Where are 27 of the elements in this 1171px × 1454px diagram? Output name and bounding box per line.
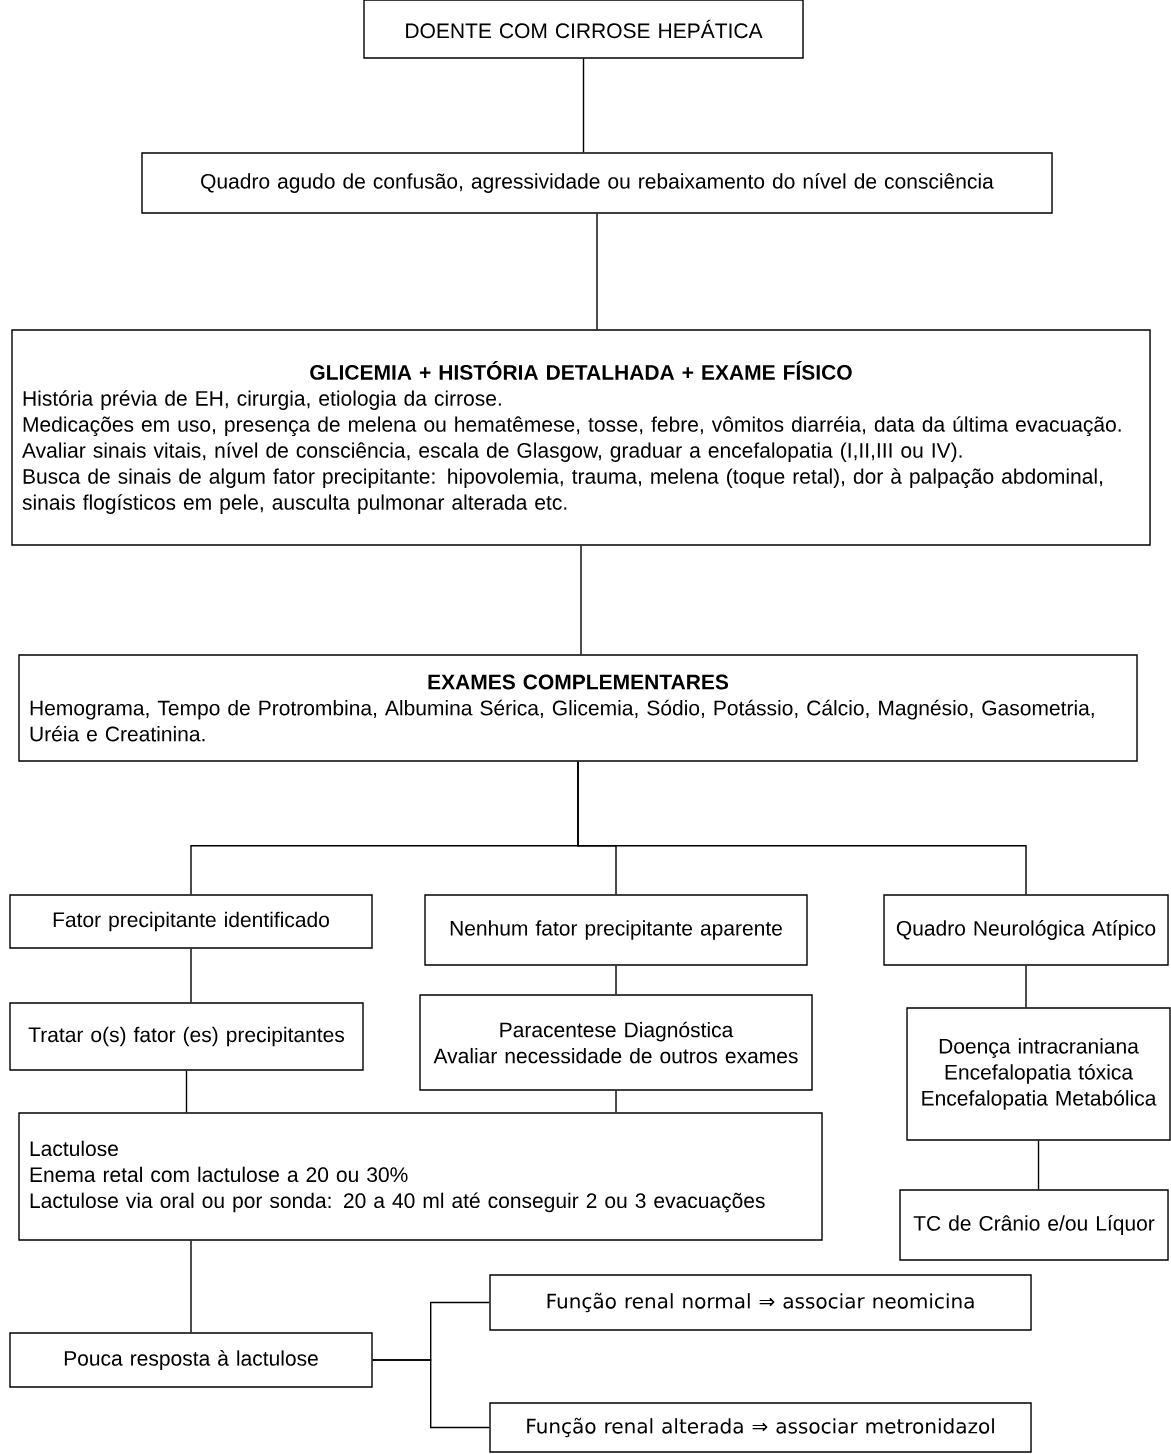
connector-line bbox=[615, 1090, 617, 1113]
process-box: Nenhum fator precipitante aparente bbox=[424, 894, 808, 966]
process-box: Quadro Neurológica Atípico bbox=[883, 894, 1169, 966]
process-box: Função renal normal ⇒ associar neomicina bbox=[489, 1274, 1032, 1331]
process-box: Quadro agudo de confusão, agressividade ou rebaixamento do nível de consciência bbox=[141, 152, 1053, 214]
process-box: DOENTE COM CIRROSE HEPÁTICA bbox=[363, 0, 804, 59]
connector-line bbox=[596, 213, 598, 330]
connector-line bbox=[582, 58, 585, 153]
process-box: TC de Crânio e/ou Líquor bbox=[899, 1189, 1169, 1261]
process-box: EXAMES COMPLEMENTARES Hemograma, Tempo de Protrombina, Albumina Sérica, Glicemia, Sódio, Potássio, Cálcio, Magnésio, Gasometria, Uréia e Creatinina. bbox=[18, 654, 1138, 762]
process-box: Pouca resposta à lactulose bbox=[9, 1332, 373, 1388]
connector-line bbox=[577, 761, 1027, 895]
connector-line bbox=[615, 965, 617, 995]
process-box: Paracentese Diagnóstica Avaliar necessidade de outros exames bbox=[419, 994, 813, 1091]
process-box: Fator precipitante identificado bbox=[9, 894, 373, 949]
connector-line bbox=[372, 1359, 490, 1429]
connector-line bbox=[1025, 965, 1027, 1008]
process-box: GLICEMIA + HISTÓRIA DETALHADA + EXAME FÍSICO História prévia de EH, cirurgia, etiologia da cirrose. Medicações em uso, presença de melena ou hematêmese, tosse, febre, vômitos diarréia, data da última evacuação. Avaliar sinais vitais, nível de consciência, escala de Glasgow, graduar a encefalopatia (I,II,III ou IV). Busca de sinais de algum fator precipitante: hipovolemia, trauma, melena (toque retal), dor à palpação abdominal, sinais flogísticos em pele, ausculta pulmonar alterada etc. bbox=[11, 329, 1151, 546]
process-box: Tratar o(s) fator (es) precipitantes bbox=[9, 1002, 364, 1071]
process-box: Função renal alterada ⇒ associar metronidazol bbox=[489, 1402, 1032, 1453]
process-box: Doença intracraniana Encefalopatia tóxica Encefalopatia Metabólica bbox=[906, 1007, 1171, 1141]
connector-line bbox=[190, 1240, 192, 1333]
connector-line bbox=[185, 1070, 188, 1113]
connector-line bbox=[580, 545, 582, 655]
connector-line bbox=[190, 948, 192, 1003]
connector-line bbox=[1037, 1140, 1040, 1190]
process-box: Lactulose Enema retal com lactulose a 20 ou 30% Lactulose via oral ou por sonda: 20 a 40 ml até conseguir 2 ou 3 evacuações bbox=[18, 1112, 823, 1241]
